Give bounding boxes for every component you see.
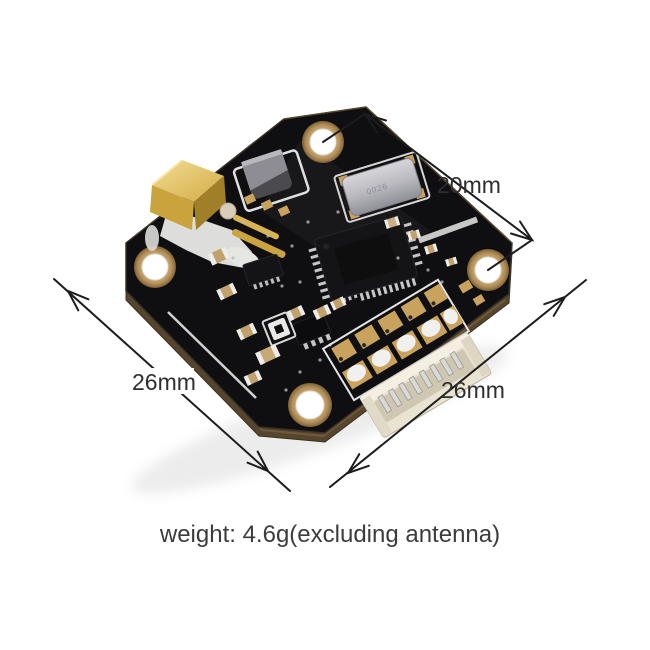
connector-pin	[233, 214, 279, 240]
dimension-line-20mm	[322, 112, 535, 271]
crystal-oscillator: 0026	[333, 151, 431, 223]
misc-pads	[243, 193, 486, 307]
inductor	[232, 149, 310, 212]
gold-pad-row	[331, 283, 448, 364]
weight-caption: weight: 4.6g(excluding antenna)	[159, 521, 500, 548]
tiny-ic	[341, 297, 363, 315]
test-pad	[261, 311, 297, 347]
mounting-hole-bottom	[288, 383, 332, 427]
connector-pin	[232, 229, 286, 258]
dimension-label-left-26mm: 26mm	[132, 369, 196, 395]
connector-insulator	[219, 202, 237, 220]
label-mask	[130, 368, 194, 394]
dimension-label-bottom-26mm: 26mm	[441, 377, 505, 403]
antenna-connector	[150, 159, 286, 258]
dimension-line-bottom-26mm	[329, 279, 587, 488]
pcb-top-edge-line	[283, 106, 513, 244]
secondary-ic	[242, 253, 284, 290]
dimension-label-20mm: 20mm	[437, 172, 501, 198]
main-ic	[308, 215, 423, 308]
io-pad-area	[321, 278, 492, 438]
smd-capacitors	[207, 216, 458, 386]
solder-bump-row	[341, 305, 464, 390]
jst-connector	[359, 332, 492, 438]
mounting-hole-left	[134, 246, 176, 288]
